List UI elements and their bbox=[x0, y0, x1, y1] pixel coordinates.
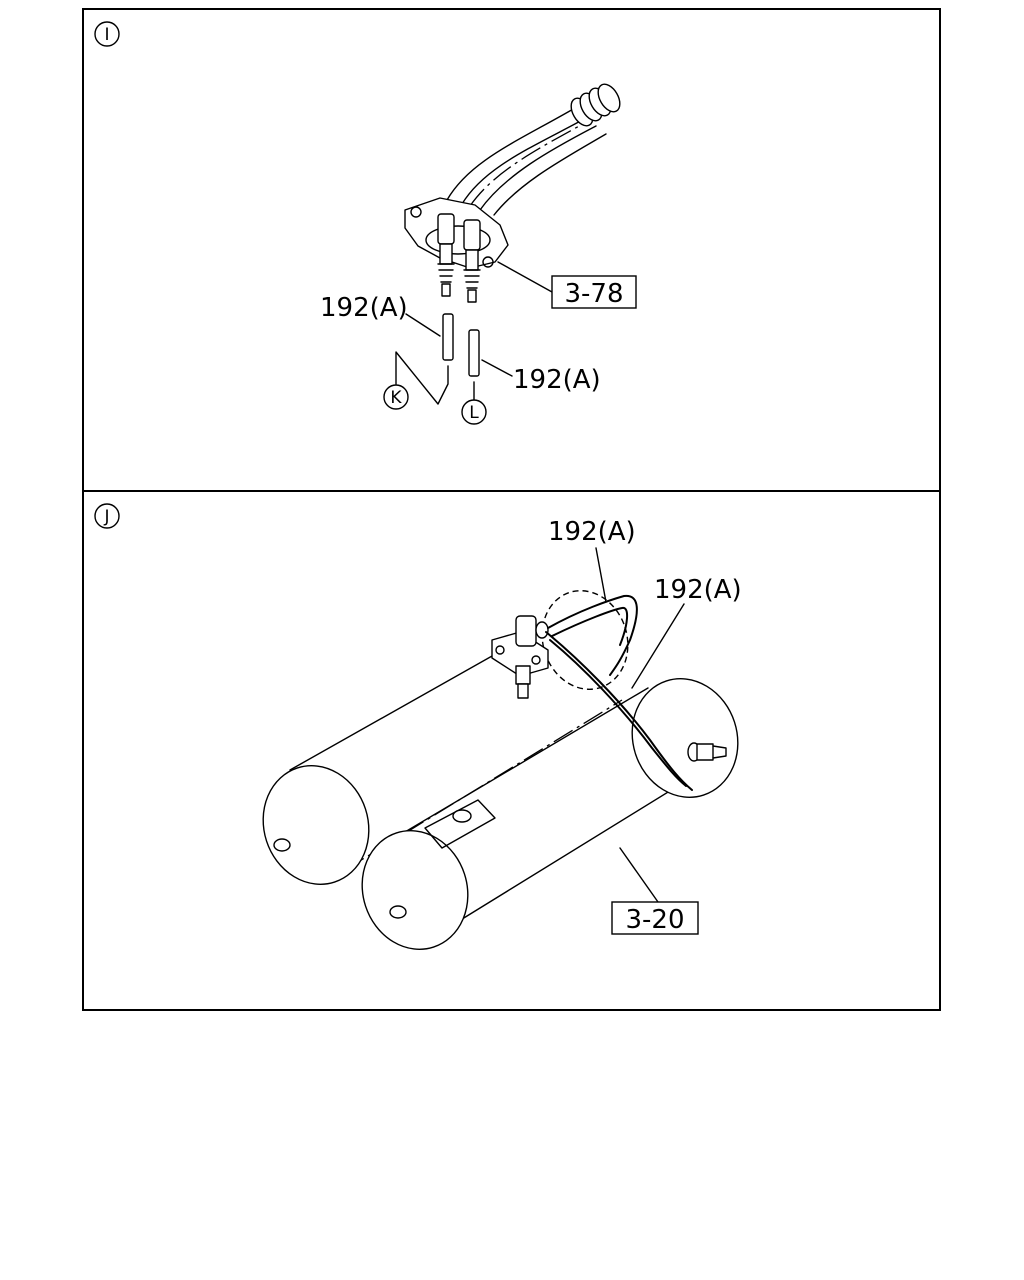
panel-j-marker-label: J bbox=[103, 507, 109, 527]
leader-ref-3-78 bbox=[497, 261, 553, 293]
connector-k-label: K bbox=[390, 388, 402, 408]
ref-box-3-78-label: 3-78 bbox=[564, 279, 623, 309]
tank-outlet-valve bbox=[687, 742, 727, 762]
hose-corrugated-end bbox=[570, 83, 621, 127]
connector-k: K bbox=[383, 384, 409, 410]
panel-i-marker: I bbox=[94, 21, 120, 47]
mounting-bracket bbox=[404, 197, 509, 269]
air-hose-assembly bbox=[446, 83, 621, 216]
leader-hose-right bbox=[481, 359, 513, 377]
air-hose-lines bbox=[545, 594, 693, 791]
leader-hose-upper bbox=[595, 547, 607, 603]
ref-box-3-78[interactable]: 3-78 bbox=[551, 275, 637, 309]
air-tank-rear bbox=[262, 590, 629, 885]
panel-i: I bbox=[82, 8, 941, 492]
panel-j-marker: J bbox=[94, 503, 120, 529]
ref-box-3-20[interactable]: 3-20 bbox=[611, 901, 699, 935]
connector-l: L bbox=[461, 399, 487, 425]
hose-section-left bbox=[442, 313, 454, 361]
panel-i-frame bbox=[82, 8, 941, 492]
leader-hose-left bbox=[405, 313, 441, 337]
air-tank-front bbox=[361, 678, 739, 950]
panel-j-frame bbox=[82, 490, 941, 1011]
hose-section-right bbox=[468, 329, 480, 377]
front-tank-drain-plug bbox=[389, 905, 407, 919]
callout-hose-right: 192(A) bbox=[513, 365, 601, 395]
ref-box-3-20-label: 3-20 bbox=[625, 905, 684, 935]
leader-hose-lower bbox=[631, 603, 685, 689]
connector-k-line bbox=[395, 351, 449, 405]
panel-i-marker-label: I bbox=[104, 25, 109, 45]
rear-tank-drain-plug bbox=[273, 838, 291, 852]
elbow-fitting bbox=[491, 615, 549, 699]
fitting-right bbox=[463, 219, 481, 303]
callout-hose-upper: 192(A) bbox=[548, 517, 636, 547]
callout-hose-lower: 192(A) bbox=[654, 575, 742, 605]
leader-ref-3-20 bbox=[619, 847, 659, 903]
fitting-left bbox=[437, 213, 455, 297]
callout-hose-left: 192(A) bbox=[320, 293, 408, 323]
connector-l-label: L bbox=[469, 403, 479, 423]
panel-j: J bbox=[82, 490, 941, 1011]
